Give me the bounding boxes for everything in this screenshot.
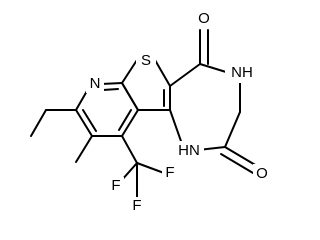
atom-labels: S N NH HN O O F F F [86,9,271,215]
fluorine-right-label: F [165,164,174,181]
fluorine-middle-label: F [132,197,141,214]
fluorine-left-label: F [111,177,120,194]
bond-methyl [75,135,93,163]
bond-c4p-c4ap [121,109,139,137]
bond-cf3-attach [121,135,138,164]
bond-cf3-f-right [136,162,165,174]
pyridine-nitrogen-label: N [90,75,101,92]
bond-c2-c3p-double [82,109,97,132]
bond-c5-n [199,63,227,73]
bond-n-c7a-double [102,88,119,91]
bond-c3-o [224,146,258,167]
bond-c3a-c5 [169,63,201,87]
bond-ethyl-2 [30,109,47,137]
bond-nh-c4 [169,109,183,145]
bond-s-c3a [154,59,171,87]
bond-ch2-c3 [224,111,241,148]
bond-c2-c3p [75,109,93,137]
sulfur-label: S [141,52,151,69]
molecule-diagram: S N NH HN O O F F F [30,9,271,215]
oxygen-top-label: O [198,10,210,27]
structure-drawing: S N NH HN O O F F F [30,9,271,215]
amide-nh-bottom-label: HN [178,142,200,159]
bond-c4ap-c7a [121,82,139,111]
bond-s-c7a [121,59,138,84]
amide-nh-top-label: NH [231,64,253,81]
bond-n-c7a [100,82,123,85]
oxygen-bottom-label: O [256,165,268,182]
bonds [30,29,258,198]
bond-c3-o-double [220,153,254,174]
bond-c4p-c4ap-double [118,109,132,131]
